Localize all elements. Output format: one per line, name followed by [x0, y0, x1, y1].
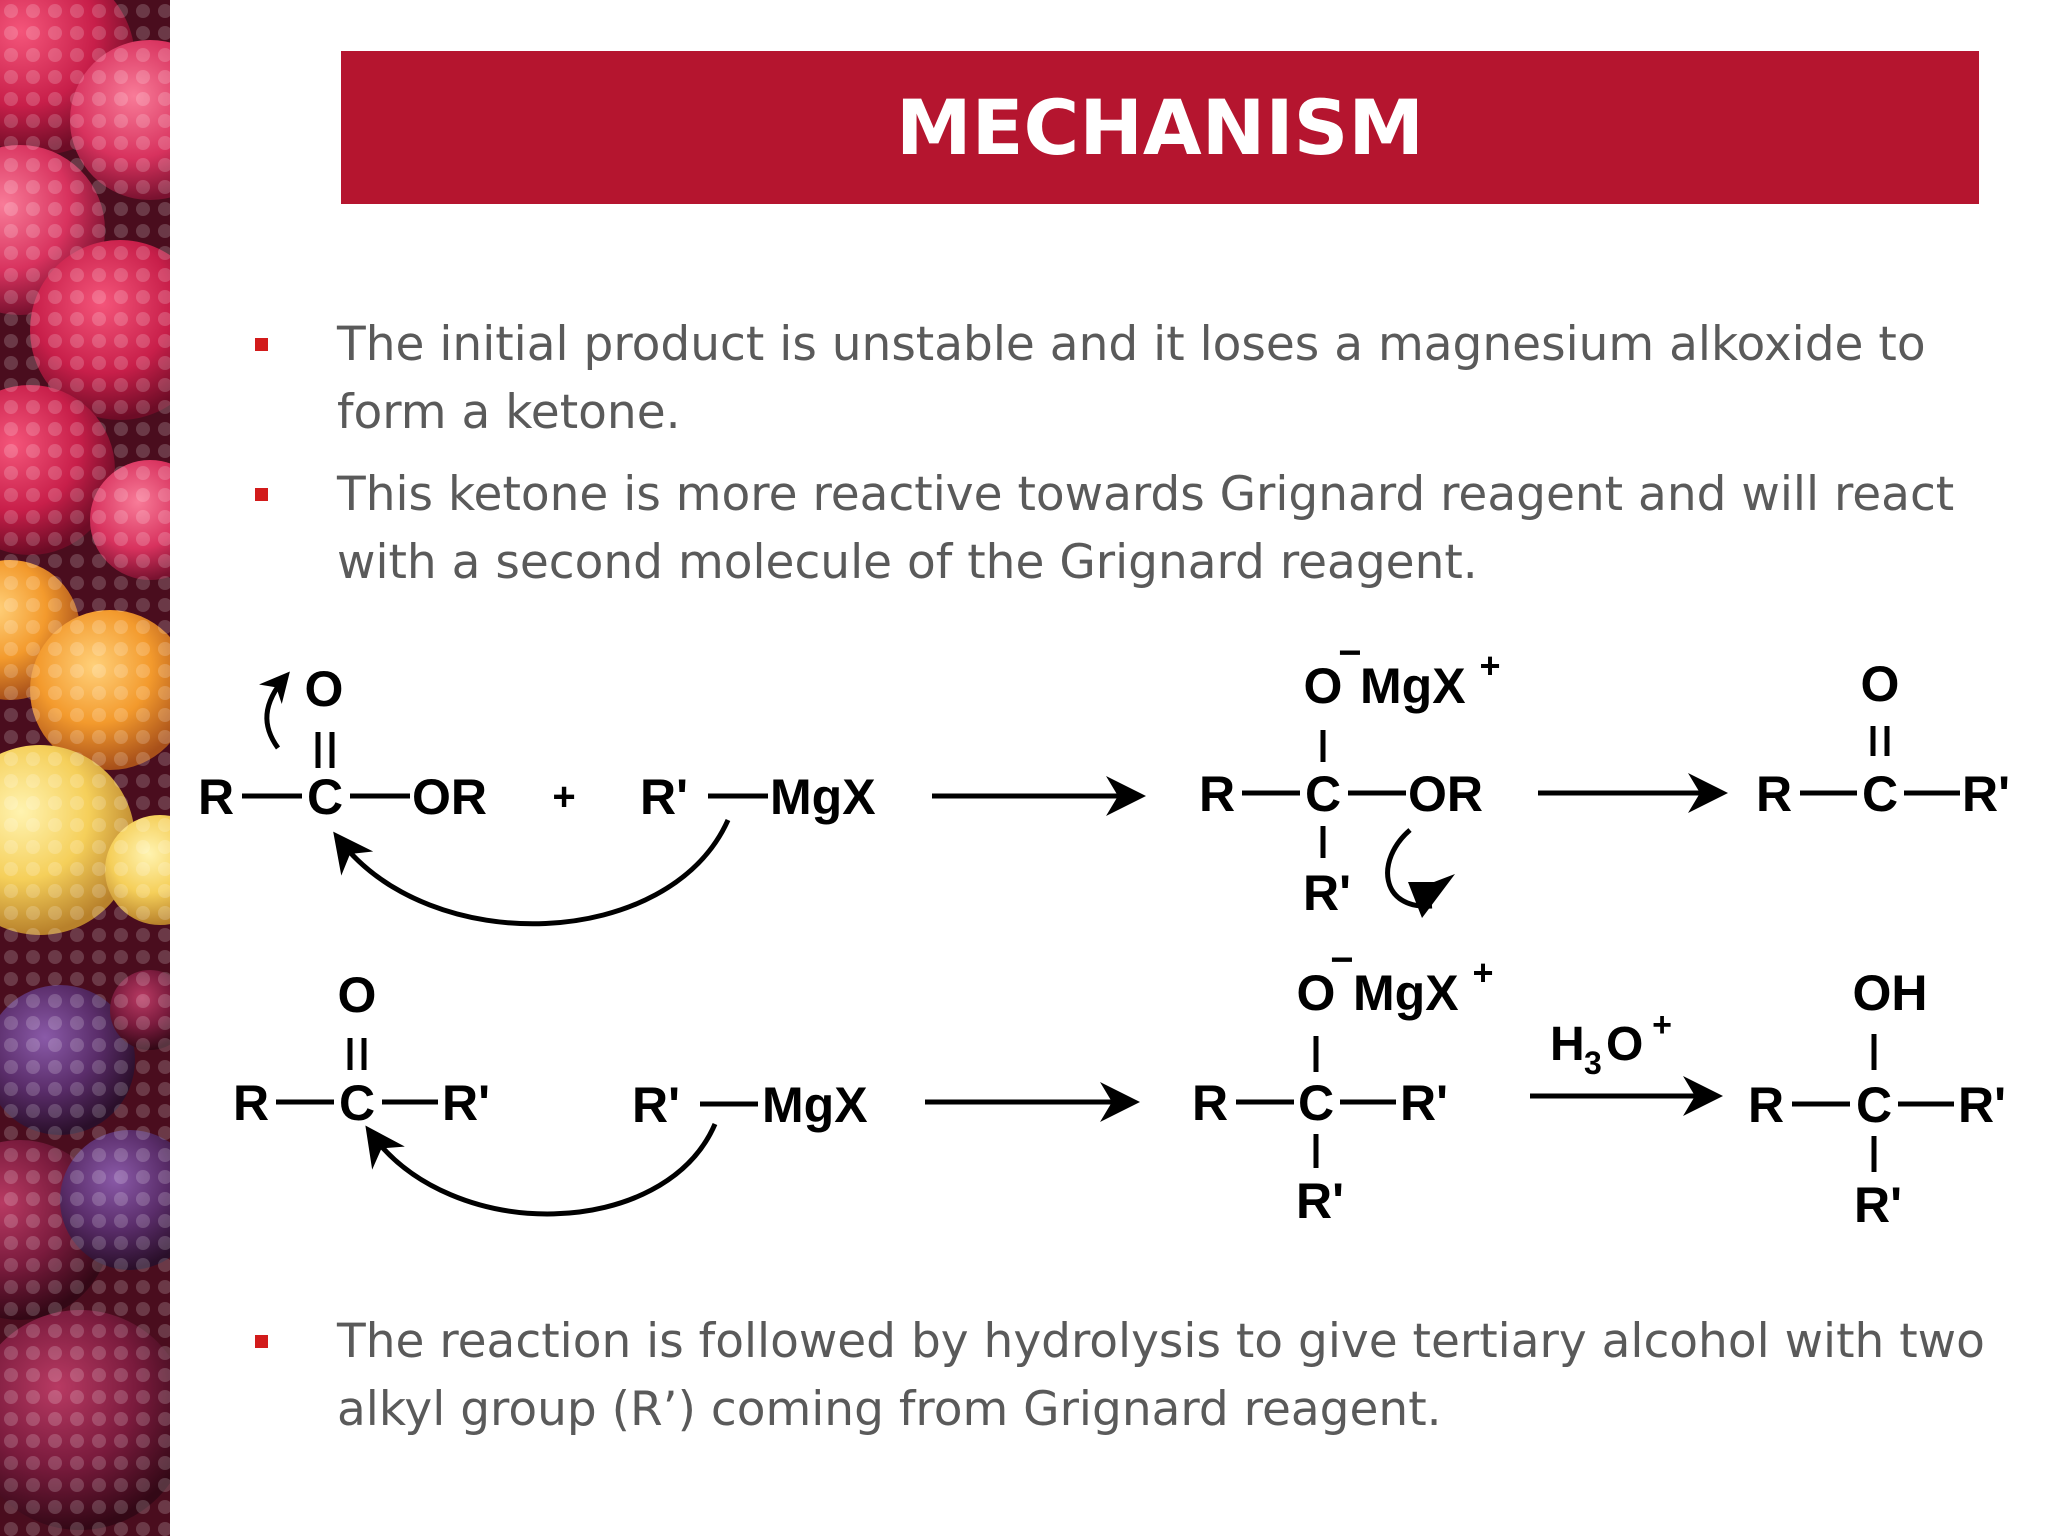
tetrahedral-intermediate-2: O − MgX + R C R' R' [1192, 938, 1494, 1229]
mgx-label: MgX [762, 1077, 868, 1133]
hydronium-reagent: H 3 O + [1550, 1006, 1672, 1081]
bullet-marker [255, 1335, 268, 1348]
reaction-scheme: O R C OR + R' MgX O − MgX + R C [170, 620, 2048, 1260]
r-prime-label: R' [640, 769, 688, 825]
carbon-label: C [339, 1075, 375, 1131]
carbonyl-oxygen-label: O [338, 967, 377, 1023]
r-prime-label: R' [632, 1077, 680, 1133]
hydroxyl-label: OH [1853, 965, 1928, 1021]
grignard-reagent-1: R' MgX [640, 769, 876, 825]
bullet-marker [255, 488, 268, 501]
grignard-reagent-2: R' MgX [632, 1077, 868, 1133]
subscript-three: 3 [1584, 1045, 1602, 1081]
r-prime-label: R' [1854, 1177, 1902, 1233]
bullet-marker [255, 338, 268, 351]
r-group-label: R [1756, 766, 1792, 822]
curved-arrow-icon [365, 1123, 718, 1217]
arrowhead-icon [1408, 874, 1455, 918]
curved-arrow-icon [333, 818, 731, 927]
r-group-label: R [1192, 1075, 1228, 1131]
carbon-label: C [1856, 1077, 1892, 1133]
positive-charge: + [1652, 1006, 1672, 1044]
ester-structure: O R C OR [198, 661, 487, 825]
positive-charge: + [1472, 952, 1493, 993]
carbon-label: C [1862, 766, 1898, 822]
negative-charge: − [1338, 631, 1361, 675]
bullet-text: The initial product is unstable and it l… [337, 317, 1926, 440]
curved-arrow-icon [258, 671, 290, 750]
tetrahedral-intermediate-1: O − MgX + R C OR R' [1199, 631, 1501, 921]
ketone-reactant-2: O R C R' [233, 967, 490, 1131]
r-group-label: R [233, 1075, 269, 1131]
hydrogen-label: H [1550, 1018, 1585, 1071]
tertiary-alcohol-product: OH R C R' R' [1748, 965, 2006, 1233]
r-prime-label: R' [442, 1075, 490, 1131]
curved-arrow-icon [1385, 828, 1433, 909]
ketone-product-1: O R C R' [1756, 656, 2010, 822]
r-group-label: R [1748, 1077, 1784, 1133]
carbon-label: C [1305, 766, 1341, 822]
oxygen-label: O [1297, 965, 1336, 1021]
mgx-label: MgX [770, 769, 876, 825]
alkoxy-label: OR [412, 769, 487, 825]
slide-title: MECHANISM [896, 83, 1424, 172]
r-prime-label: R' [1962, 766, 2010, 822]
mgx-label: MgX [1360, 658, 1466, 714]
r-prime-label: R' [1303, 865, 1351, 921]
r-prime-label: R' [1958, 1077, 2006, 1133]
r-group-label: R [1199, 766, 1235, 822]
decorative-berries-image [0, 0, 170, 1536]
r-group-label: R [198, 769, 234, 825]
mgx-label: MgX [1353, 965, 1459, 1021]
r-prime-label: R' [1400, 1075, 1448, 1131]
r-prime-label: R' [1296, 1173, 1344, 1229]
alkoxy-label: OR [1408, 766, 1483, 822]
oxygen-label: O [1606, 1018, 1643, 1071]
carbon-label: C [1298, 1075, 1334, 1131]
title-banner: MECHANISM [341, 51, 1979, 204]
carbon-label: C [307, 769, 343, 825]
positive-charge: + [1479, 645, 1500, 686]
oxygen-label: O [1304, 658, 1343, 714]
bullet-text: The reaction is followed by hydrolysis t… [337, 1314, 1985, 1437]
negative-charge: − [1330, 938, 1353, 982]
carbonyl-oxygen-label: O [1861, 656, 1900, 712]
plus-sign: + [552, 775, 575, 819]
bullet-text: This ketone is more reactive towards Gri… [337, 467, 1955, 590]
carbonyl-oxygen-label: O [305, 661, 344, 717]
